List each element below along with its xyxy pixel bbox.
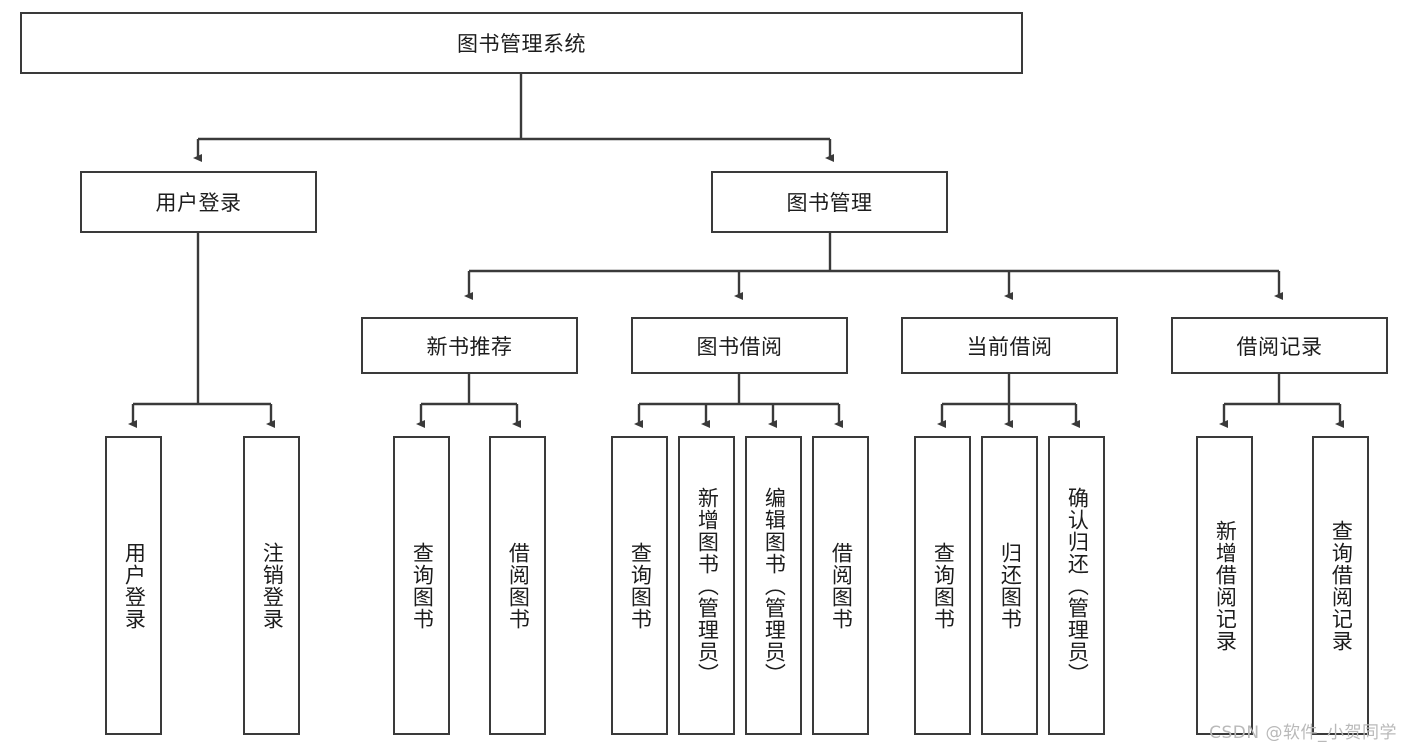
node-label: 注销登录 bbox=[260, 541, 285, 630]
node-label: 图书借阅 bbox=[696, 334, 783, 359]
node-label: 新增图书（管理员） bbox=[695, 486, 720, 685]
leaf-new-book-borrow[interactable]: 借阅图书 bbox=[489, 436, 546, 735]
node-label: 当前借阅 bbox=[966, 334, 1053, 359]
node-label: 借阅图书 bbox=[829, 541, 854, 630]
node-label: 查询图书 bbox=[410, 541, 435, 630]
node-label: 新书推荐 bbox=[426, 334, 513, 359]
leaf-current-borrow-query[interactable]: 查询图书 bbox=[914, 436, 971, 735]
leaf-borrow-record-add[interactable]: 新增借阅记录 bbox=[1196, 436, 1253, 735]
leaf-user-login-signin[interactable]: 用户登录 bbox=[105, 436, 162, 735]
node-label: 图书管理 bbox=[786, 191, 873, 215]
leaf-user-login-signout[interactable]: 注销登录 bbox=[243, 436, 300, 735]
leaf-current-borrow-return[interactable]: 归还图书 bbox=[981, 436, 1038, 735]
node-label: 归还图书 bbox=[998, 541, 1023, 630]
node-label: 用户登录 bbox=[122, 541, 147, 630]
node-label: 借阅记录 bbox=[1236, 334, 1323, 359]
node-label: 新增借阅记录 bbox=[1213, 519, 1238, 652]
node-label: 查询图书 bbox=[628, 541, 653, 630]
node-root-system[interactable]: 图书管理系统 bbox=[20, 12, 1023, 74]
node-new-book-recommend[interactable]: 新书推荐 bbox=[361, 317, 578, 374]
node-book-manage[interactable]: 图书管理 bbox=[711, 171, 948, 233]
node-label: 图书管理系统 bbox=[457, 32, 586, 56]
node-label: 查询借阅记录 bbox=[1329, 519, 1354, 652]
node-user-login[interactable]: 用户登录 bbox=[80, 171, 317, 233]
node-label: 编辑图书（管理员） bbox=[762, 486, 787, 685]
leaf-borrow-record-query[interactable]: 查询借阅记录 bbox=[1312, 436, 1369, 735]
node-label: 借阅图书 bbox=[506, 541, 531, 630]
node-borrow-record[interactable]: 借阅记录 bbox=[1171, 317, 1388, 374]
leaf-book-borrow-edit[interactable]: 编辑图书（管理员） bbox=[745, 436, 802, 735]
leaf-book-borrow-borrow[interactable]: 借阅图书 bbox=[812, 436, 869, 735]
leaf-new-book-query[interactable]: 查询图书 bbox=[393, 436, 450, 735]
leaf-current-borrow-confirm[interactable]: 确认归还（管理员） bbox=[1048, 436, 1105, 735]
node-current-borrow[interactable]: 当前借阅 bbox=[901, 317, 1118, 374]
leaf-book-borrow-query[interactable]: 查询图书 bbox=[611, 436, 668, 735]
leaf-book-borrow-add[interactable]: 新增图书（管理员） bbox=[678, 436, 735, 735]
node-label: 确认归还（管理员） bbox=[1065, 486, 1090, 685]
node-label: 查询图书 bbox=[931, 541, 956, 630]
node-book-borrow[interactable]: 图书借阅 bbox=[631, 317, 848, 374]
node-label: 用户登录 bbox=[155, 191, 242, 215]
